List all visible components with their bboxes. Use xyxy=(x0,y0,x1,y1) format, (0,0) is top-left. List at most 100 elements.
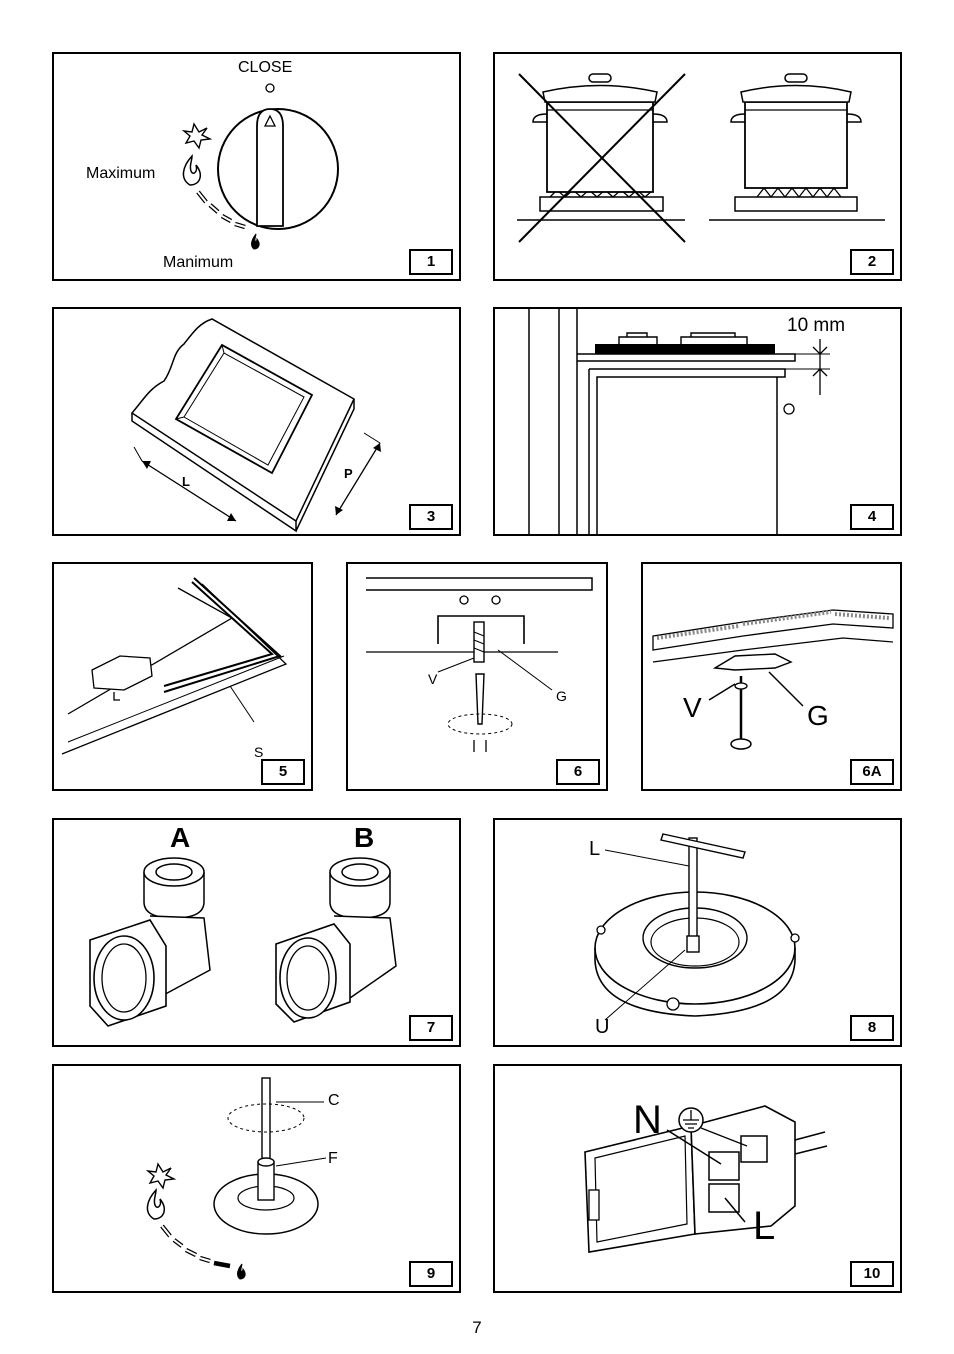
nozzle-leader-line xyxy=(604,949,686,1021)
figure-number: 2 xyxy=(850,249,894,275)
minimum-adjustment-diagram xyxy=(145,1077,327,1280)
pan-support-2 xyxy=(680,332,748,344)
length-label: L xyxy=(182,474,190,489)
earth-terminal xyxy=(740,1135,768,1163)
bracket-label: G xyxy=(556,688,567,704)
pan-support-1 xyxy=(618,332,658,344)
figure-1-panel: CLOSE Maximum Manimum 1 xyxy=(52,52,461,281)
spindle-label: F xyxy=(328,1150,338,1167)
screw-head-1 xyxy=(459,595,469,605)
setting-arc-dashes-inner xyxy=(197,191,246,228)
nozzle-label: U xyxy=(595,1016,610,1038)
correct-pot-drawing xyxy=(709,73,885,221)
rotation-indicator xyxy=(227,1103,305,1133)
spindle-leader-line xyxy=(275,1157,327,1167)
seal-leader-line xyxy=(229,685,255,723)
setting-arc-dashes xyxy=(160,1224,231,1269)
terminal-box-body xyxy=(690,1105,796,1235)
cabinet-top xyxy=(588,368,786,534)
seal-application-diagram xyxy=(61,577,288,755)
screw-head-2 xyxy=(491,595,501,605)
knob-arrow-icon xyxy=(263,114,277,127)
supply-cable xyxy=(794,1131,828,1155)
injector-replacement-diagram xyxy=(594,833,800,1021)
elbow-fittings-diagram xyxy=(89,857,397,1027)
bracket-fixing-perspective xyxy=(652,609,894,750)
screw-head xyxy=(730,738,752,750)
small-flame-icon xyxy=(251,233,260,250)
valve-spindle xyxy=(257,1161,275,1201)
figure-number: 1 xyxy=(409,249,453,275)
cross-line-2 xyxy=(518,73,686,243)
cutout-opening xyxy=(174,343,314,475)
worktop-edge xyxy=(577,353,796,362)
figure-number: 3 xyxy=(409,504,453,530)
figure-6a-panel: V G 6A xyxy=(641,562,902,791)
clip-tab xyxy=(91,655,153,701)
figure-6-panel: V G 6 xyxy=(346,562,608,791)
close-position-dot xyxy=(265,83,275,93)
figure-10-panel: N L 10 xyxy=(493,1064,902,1293)
figure-8-panel: L U 8 xyxy=(493,818,902,1047)
door-knob xyxy=(783,403,795,415)
key-handle xyxy=(660,833,746,859)
stipple-texture xyxy=(656,610,890,640)
ignition-star-icon xyxy=(181,122,213,150)
minimum-label: Manimum xyxy=(163,254,234,271)
bracket-label: G xyxy=(807,700,829,731)
figure-3-panel: L P 3 xyxy=(52,307,461,536)
figure-number: 10 xyxy=(850,1261,894,1287)
worktop-cutout-diagram xyxy=(130,318,381,533)
bracket-fixing-diagram xyxy=(366,577,593,752)
socket-key xyxy=(688,837,698,951)
terminal-block-diagram xyxy=(584,1105,828,1253)
worktop-edge xyxy=(366,577,593,591)
dimension-p-line xyxy=(335,442,381,516)
live-terminal xyxy=(708,1183,740,1213)
screw-label: V xyxy=(683,692,702,723)
neutral-leader-line xyxy=(666,1129,722,1165)
neutral-terminal xyxy=(708,1151,740,1181)
fitting-b-label: B xyxy=(354,822,375,853)
screw-washer xyxy=(734,682,748,690)
fitting-a-label: A xyxy=(170,822,191,853)
pot-size-diagram xyxy=(517,73,885,243)
seal-label: S xyxy=(254,744,264,760)
neutral-label: N xyxy=(633,1098,662,1142)
figure-4-panel: 10 mm 4 xyxy=(493,307,902,536)
screw-leader-line xyxy=(708,683,736,701)
gas-knob-diagram xyxy=(181,83,339,250)
bracket-leader-line xyxy=(768,671,804,707)
figure-number: 6A xyxy=(850,759,894,785)
screw-leader-line xyxy=(437,657,475,673)
depth-label: P xyxy=(344,466,353,481)
live-leader-line xyxy=(724,1197,746,1223)
figure-number: 7 xyxy=(409,1015,453,1041)
screwdriver xyxy=(475,673,485,725)
bracket-leader-line xyxy=(497,649,553,691)
figure-7-panel: A B 7 xyxy=(52,818,461,1047)
key-label: L xyxy=(589,838,601,860)
fixing-bracket xyxy=(712,653,793,671)
fitting-b-drawing xyxy=(275,857,397,1023)
cutout-inner xyxy=(183,352,305,466)
figure-number: 5 xyxy=(261,759,305,785)
key-leader-line xyxy=(604,849,690,867)
figure-number: 4 xyxy=(850,504,894,530)
large-flame-icon xyxy=(182,154,201,186)
maximum-label: Maximum xyxy=(86,165,156,182)
fixing-bracket xyxy=(437,615,525,644)
knob-handle xyxy=(256,108,284,227)
seal-strip xyxy=(163,577,282,693)
page-number: 7 xyxy=(472,1318,482,1337)
worktop-slab xyxy=(652,609,894,651)
figure-2-panel: 2 xyxy=(493,52,902,281)
figure-9-panel: C F 9 xyxy=(52,1064,461,1293)
live-label: L xyxy=(753,1204,776,1248)
installation-gap-diagram xyxy=(528,309,830,534)
large-flame-icon xyxy=(146,1188,165,1220)
gap-label: 10 mm xyxy=(787,315,846,336)
figure-number: 9 xyxy=(409,1261,453,1287)
close-label: CLOSE xyxy=(238,59,293,76)
screwdriver-label: C xyxy=(328,1092,340,1109)
